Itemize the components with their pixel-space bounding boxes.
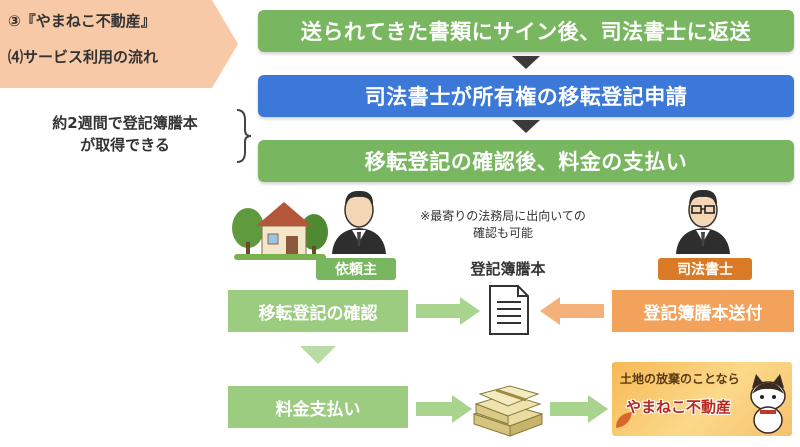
right-arrow-icon bbox=[416, 297, 480, 325]
title-banner: ③『やまねこ不動産』 ⑷サービス利用の流れ bbox=[0, 0, 240, 88]
down-arrow-icon bbox=[300, 346, 336, 364]
side-note-line-1: 約2週間で登記簿謄本 bbox=[52, 114, 198, 132]
brand-name: やまねこ不動産 bbox=[626, 398, 732, 416]
flow-step-2: 司法書士が所有権の移転登記申請 bbox=[258, 75, 794, 117]
scrivener-person-icon bbox=[676, 189, 730, 254]
client-person-icon bbox=[332, 190, 386, 254]
confirm-box: 移転登記の確認 bbox=[228, 290, 408, 332]
down-arrow-icon bbox=[512, 56, 540, 69]
title-chevron-shape bbox=[0, 0, 238, 88]
flow-step-1: 送られてきた書類にサイン後、司法書士に返送 bbox=[258, 10, 794, 52]
flow-step-3: 移転登記の確認後、料金の支払い bbox=[258, 140, 794, 182]
house-icon bbox=[232, 202, 328, 260]
brand-tile: 土地の放棄のことなら やまねこ不動産 bbox=[612, 362, 792, 436]
side-note: 約2週間で登記簿謄本 が取得できる bbox=[10, 112, 240, 156]
side-note-line-2: が取得できる bbox=[80, 136, 170, 154]
right-arrow-icon bbox=[550, 395, 608, 423]
down-arrow-icon bbox=[512, 120, 540, 133]
money-stack-icon bbox=[472, 385, 544, 437]
brace-icon bbox=[236, 109, 252, 163]
visit-note-line-2: 確認も可能 bbox=[472, 226, 533, 240]
visit-note-line-1: ※最寄りの法務局に出向いての bbox=[420, 209, 586, 223]
title-line-1: ③『やまねこ不動産』 bbox=[8, 12, 156, 30]
right-arrow-icon bbox=[416, 395, 472, 423]
leaf-icon bbox=[616, 412, 632, 428]
left-arrow-icon bbox=[540, 297, 604, 325]
scrivener-label: 司法書士 bbox=[658, 258, 752, 280]
client-label: 依頼主 bbox=[316, 258, 396, 280]
title-line-2: ⑷サービス利用の流れ bbox=[8, 48, 159, 66]
document-label: 登記簿謄本 bbox=[470, 260, 546, 278]
visit-note: ※最寄りの法務局に出向いての 確認も可能 bbox=[388, 208, 618, 242]
document-icon bbox=[489, 285, 529, 335]
cat-icon bbox=[750, 374, 786, 434]
brand-tagline: 土地の放棄のことなら bbox=[620, 372, 740, 386]
payment-box: 料金支払い bbox=[228, 386, 408, 428]
send-box: 登記簿謄本送付 bbox=[612, 290, 794, 332]
